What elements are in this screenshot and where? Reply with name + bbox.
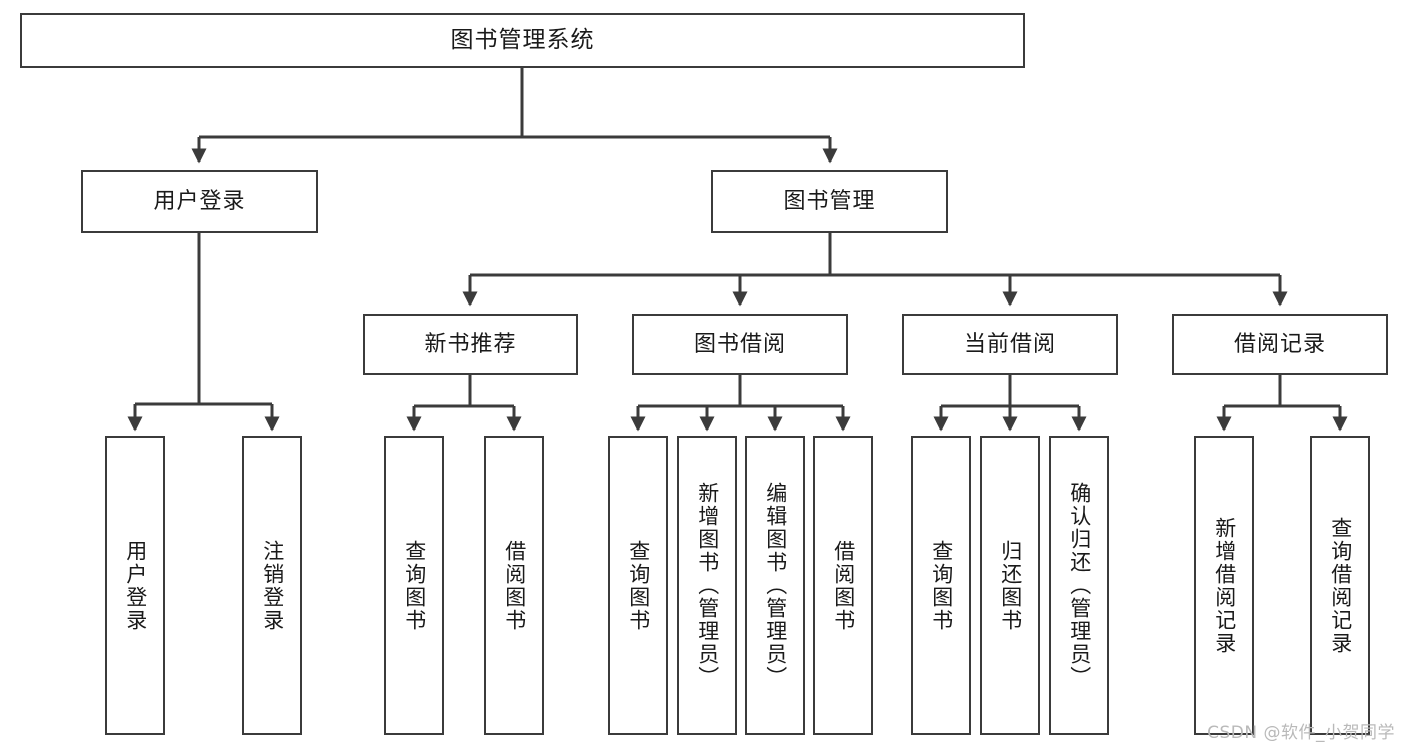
node-label: 图书借阅: [693, 331, 786, 357]
node-label: 用户登录: [123, 539, 148, 632]
leaf-query-books-recommendation[interactable]: 查询图书: [384, 436, 444, 735]
leaf-add-book-admin[interactable]: 新增图书（管理员）: [677, 436, 737, 735]
node-label: 新书推荐: [424, 331, 517, 357]
node-current-borrowing[interactable]: 当前借阅: [902, 314, 1118, 375]
leaf-query-books-current[interactable]: 查询图书: [911, 436, 971, 735]
leaf-query-borrow-record[interactable]: 查询借阅记录: [1310, 436, 1370, 735]
node-user-login[interactable]: 用户登录: [81, 170, 318, 233]
node-borrow-records[interactable]: 借阅记录: [1172, 314, 1388, 375]
leaf-confirm-return-admin[interactable]: 确认归还（管理员）: [1049, 436, 1109, 735]
leaf-return-books[interactable]: 归还图书: [980, 436, 1040, 735]
node-label: 借阅记录: [1233, 331, 1326, 357]
node-label: 编辑图书（管理员）: [763, 482, 788, 689]
leaf-edit-book-admin[interactable]: 编辑图书（管理员）: [745, 436, 805, 735]
node-label: 查询图书: [626, 539, 651, 632]
node-label: 新增借阅记录: [1212, 516, 1237, 655]
node-label: 查询借阅记录: [1328, 516, 1353, 655]
leaf-user-login[interactable]: 用户登录: [105, 436, 165, 735]
leaf-query-books-borrowing[interactable]: 查询图书: [608, 436, 668, 735]
node-label: 借阅图书: [831, 539, 856, 632]
node-label: 确认归还（管理员）: [1067, 482, 1092, 689]
leaf-logout[interactable]: 注销登录: [242, 436, 302, 735]
leaf-borrow-books-borrowing[interactable]: 借阅图书: [813, 436, 873, 735]
node-label: 新增图书（管理员）: [695, 482, 720, 689]
leaf-borrow-books-recommendation[interactable]: 借阅图书: [484, 436, 544, 735]
node-root-system[interactable]: 图书管理系统: [20, 13, 1025, 68]
node-label: 注销登录: [260, 539, 285, 632]
node-label: 图书管理系统: [450, 27, 595, 54]
node-book-management[interactable]: 图书管理: [711, 170, 948, 233]
node-label: 用户登录: [153, 188, 246, 214]
node-label: 借阅图书: [502, 539, 527, 632]
node-book-borrowing[interactable]: 图书借阅: [632, 314, 848, 375]
node-label: 查询图书: [402, 539, 427, 632]
csdn-watermark: CSDN @软件_小贺同学: [1207, 723, 1395, 743]
node-label: 查询图书: [929, 539, 954, 632]
leaf-add-borrow-record[interactable]: 新增借阅记录: [1194, 436, 1254, 735]
node-new-book-recommendation[interactable]: 新书推荐: [363, 314, 578, 375]
node-label: 图书管理: [783, 188, 876, 214]
node-label: 归还图书: [998, 539, 1023, 632]
node-label: 当前借阅: [963, 331, 1056, 357]
